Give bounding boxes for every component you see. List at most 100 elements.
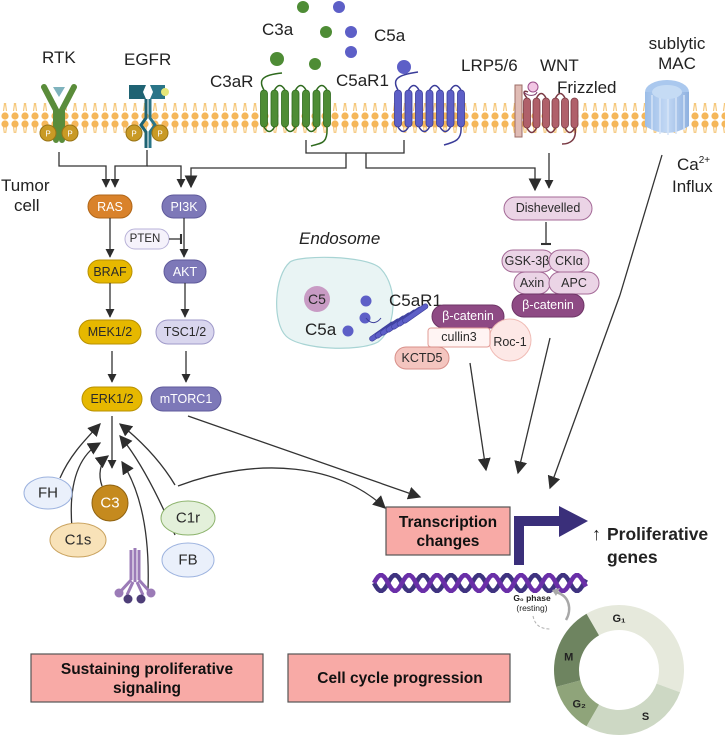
transmembrane-helix <box>270 89 279 128</box>
ras-node: RAS <box>87 194 133 219</box>
axin-node: Axin <box>513 271 551 295</box>
erk-node: ERK1/2 <box>81 386 143 412</box>
lrp56-label: LRP5/6 <box>461 56 518 75</box>
influx-label: Influx <box>672 177 713 196</box>
c1s-label: C1s <box>65 532 92 549</box>
c3ar-label: C3aR <box>210 72 253 91</box>
c5a-ligand-dot <box>345 26 357 38</box>
gsk3-node: GSK-3β <box>501 249 555 273</box>
dna-strand <box>372 572 588 594</box>
g0-resting-label: (resting) <box>516 603 547 613</box>
endosome-to-transcription-arrow <box>469 362 491 472</box>
egfr-to-pi3k-arrow <box>147 165 186 188</box>
c3a-ligand-dot <box>297 1 309 13</box>
c1r-label: C1r <box>176 510 200 527</box>
ca-influx-line <box>619 154 663 296</box>
transmembrane-helix <box>415 89 423 128</box>
egfr-receptor-icon: P P <box>125 85 169 148</box>
proliferative-genes-line1: Proliferative <box>607 524 708 544</box>
complement-to-transcription-arrow <box>177 467 386 509</box>
sublytic-mac-pore-icon <box>645 80 689 135</box>
transmembrane-helix <box>551 97 560 129</box>
transmembrane-helix <box>532 97 541 129</box>
g0-phase: G₀ phase (resting) <box>513 588 571 630</box>
ckla-label: CKIα <box>555 254 583 268</box>
dishevelled-node: Dishevelled <box>503 196 593 221</box>
g0-exit-arrow <box>554 590 571 621</box>
proliferative-genes-line2: genes <box>607 547 658 567</box>
pten-node: PTEN <box>124 228 170 250</box>
cell-cycle-phase-segment <box>556 680 599 727</box>
c5a-label: C5a <box>374 26 406 45</box>
dna-strand <box>372 572 588 594</box>
transmembrane-helix <box>425 89 434 128</box>
transmembrane-helix <box>523 97 531 129</box>
bcatenin-complex-label: β-catenin <box>522 298 574 312</box>
cell-cycle-phase-segment <box>586 605 684 693</box>
fh-label: FH <box>38 485 58 502</box>
ca-text: Ca <box>677 155 699 174</box>
c3a-label: C3a <box>262 20 294 39</box>
transmembrane-helix <box>457 89 465 128</box>
c-terminus <box>443 126 462 146</box>
transmembrane-helix <box>402 303 429 324</box>
endosome-vesicle: C5 C5a C5aR1 <box>276 256 442 349</box>
mtorc1-to-transcription-arrow <box>187 415 422 500</box>
c3-to-erk-arrow <box>94 455 110 487</box>
egfr-phospho-label: P <box>131 130 136 139</box>
c3-label: C3 <box>100 495 119 512</box>
gpcr-to-dishevelled-arrow <box>365 153 542 192</box>
transcription-line2: changes <box>417 533 480 550</box>
c3a-ligand-dot <box>309 58 321 70</box>
c5ar1-label: C5aR1 <box>336 71 389 90</box>
dishevelled-label: Dishevelled <box>516 201 581 215</box>
cell-cycle-phase-segment <box>554 613 599 687</box>
transmembrane-helix <box>446 89 455 128</box>
tsc-node: TSC1/2 <box>155 319 215 345</box>
fb-node: FB <box>161 542 215 578</box>
receptor-connectors <box>58 140 663 296</box>
c5a-ligand-dot <box>333 1 345 13</box>
mac-label-line1: sublytic <box>649 34 706 53</box>
rtk-to-ras-arrow <box>58 152 111 188</box>
ras-label: RAS <box>97 200 123 214</box>
c3a-ligand-dot <box>270 52 284 66</box>
ckla-node: CKIα <box>548 249 590 273</box>
c-terminus <box>310 126 328 147</box>
transmembrane-helix <box>302 89 310 128</box>
fh-node: FH <box>23 476 73 510</box>
cell-cycle-progression-box: Cell cycle progression <box>287 653 511 703</box>
rtk-phospho-label: P <box>67 130 72 139</box>
cell-cycle-progression-label: Cell cycle progression <box>317 670 482 687</box>
c5a-ligand-dot <box>397 60 411 74</box>
pten-label: PTEN <box>130 233 161 245</box>
transmembrane-helix <box>542 97 550 129</box>
axin-label: Axin <box>520 276 544 290</box>
c1s-node: C1s <box>49 522 107 558</box>
kctd5-node: KCTD5 <box>394 346 450 370</box>
rtk-phospho-label: P <box>45 130 50 139</box>
gpcr-to-pi3k-arrow <box>184 153 347 189</box>
rtk-receptor-icon: P P <box>39 84 79 143</box>
mac-label-line2: MAC <box>658 54 696 73</box>
c3a-ligand-dot <box>320 26 332 38</box>
transmembrane-helix <box>281 89 289 128</box>
lrp56-receptor-icon <box>514 84 523 138</box>
rtk-label: RTK <box>42 48 76 67</box>
transmembrane-helix <box>561 97 569 129</box>
pi3k-label: PI3K <box>170 200 198 214</box>
c5a-ligand-dot <box>345 46 357 58</box>
endosome-c5-label: C5 <box>308 291 326 307</box>
c5a-dot <box>360 295 372 307</box>
roc1-label: Roc-1 <box>493 335 526 349</box>
kctd5-label: KCTD5 <box>402 351 443 365</box>
c5a-dot <box>359 312 371 324</box>
braf-label: BRAF <box>93 265 127 279</box>
transmembrane-helix <box>291 89 300 128</box>
cullin3-label: cullin3 <box>441 330 476 344</box>
endosome-c5ar1-label: C5aR1 <box>389 291 442 310</box>
mtorc1-label: mTORC1 <box>160 392 213 406</box>
c-terminus <box>561 127 577 145</box>
